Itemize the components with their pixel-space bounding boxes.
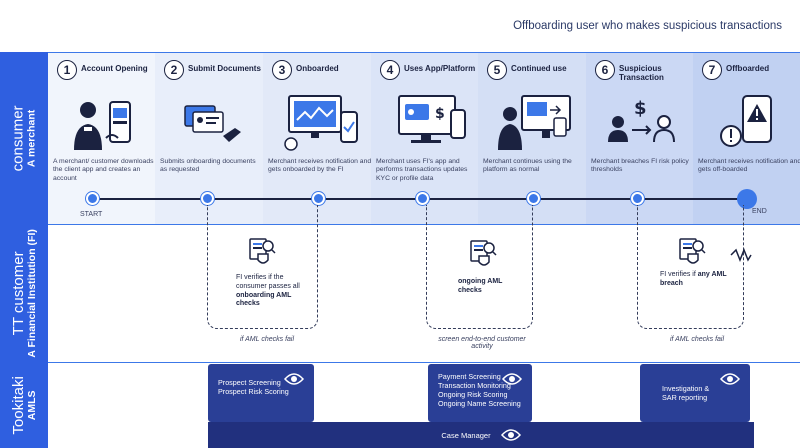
aml-item: Prospect Risk Scoring [218,387,289,396]
aml-item: Transaction Monitoring [438,381,511,390]
step-description: Merchant breaches FI risk policy thresho… [591,158,689,174]
step-title: Continued use [511,64,567,73]
eye-icon [500,429,521,441]
case-manager-bar: Case Manager [208,422,754,448]
step-number: 6 [595,60,615,80]
aml-ongoing-box: Payment Screening Transaction Monitoring… [428,364,532,422]
document-search-shield-icon [249,238,276,264]
lane-consumer-subtitle: A merchant [25,109,38,167]
step-3: 3 Onboarded Merchant receives notificati… [263,52,371,224]
step-number: 2 [164,60,184,80]
svg-text:$: $ [634,98,647,119]
monitor-card-dollar-icon: $ [398,95,466,143]
step-title: Offboarded [726,64,770,73]
fi-connector-ongoing [426,205,533,329]
step-title: Submit Documents [188,64,261,73]
monitor-phone-check-icon [284,95,358,151]
aml-item: Prospect Screening [218,378,281,387]
svg-text:$: $ [435,106,445,122]
step-number: 3 [272,60,292,80]
step-description: Merchant uses FI's app and performs tran… [376,158,468,182]
aml-item: Ongoing Name Screening [438,399,521,408]
fi-breach-check-text: FI verifies if [660,271,696,278]
eye-icon [284,373,304,385]
person-phone-icon [74,101,131,150]
lane-fi-title: TT customer [9,251,27,335]
step-number: 5 [487,60,507,80]
step-4: 4 Uses App/Platform $ Merchant uses FI's… [371,52,478,224]
step-description: A merchant/ customer downloads the clien… [53,158,154,182]
documents-hand-icon [184,105,241,142]
step-description: Merchant receives notification and gets … [268,158,372,174]
timeline-node [527,192,540,205]
note-if-aml-fail-2: if AML checks fail [669,336,725,343]
step-description: Merchant continues using the platform as… [483,158,572,174]
timeline-node [631,192,644,205]
person-monitor-icon [498,95,571,150]
fi-onboarding-check-bold: onboarding AML checks [236,291,292,308]
step-number: 1 [57,60,77,80]
users-dollar-transfer-icon: $ [608,98,675,143]
lane-aml-subtitle: AMLS [25,390,38,420]
document-search-shield-icon [470,240,497,266]
step-1: 1 Account Opening A merchant/ customer d… [48,52,155,224]
step-2: 2 Submit Documents Submits onboarding do… [155,52,263,224]
step-title: Onboarded [296,64,339,73]
timeline-end-label: END [752,208,767,215]
timeline-end-node [737,189,757,209]
aml-item: Payment Screening [438,372,501,381]
aml-item: Investigation & [662,384,710,393]
fi-onboarding-check: FI verifies if the consumer passes all o… [236,274,306,309]
lane-separator [48,362,800,363]
case-manager-label: Case Manager [441,430,491,440]
step-7: 7 Offboarded Merchant receives notificat… [693,52,800,224]
fi-onboarding-check-text: FI verifies if the consumer passes all [236,274,300,290]
fi-connector-onboarding [207,205,318,329]
lane-separator [48,224,800,225]
timeline-node [201,192,214,205]
eye-icon [720,373,740,385]
step-title: Suspicious Transaction [619,64,664,83]
timeline-start-label: START [80,211,103,218]
step-title: Uses App/Platform [404,64,476,73]
eye-icon [502,373,522,385]
lane-fi-subtitle: A Financial Institution (FI) [25,228,38,358]
aml-investigation-box: Investigation & SAR reporting [640,364,750,422]
col-bg-1 [48,52,155,224]
step-title: Account Opening [81,64,148,73]
aml-item: Ongoing Risk Scoring [438,390,508,399]
step-description: Merchant receives notification and gets … [698,158,800,174]
step-5: 5 Continued use Merchant continues using… [478,52,586,224]
lane-aml-title: Tookitaki [9,375,27,435]
fi-ongoing-checks: ongoing AML checks [458,278,503,294]
fi-breach-check: FI verifies if any AML breach [660,271,734,289]
phone-warning-icon [720,95,772,147]
lane-separator [48,52,800,53]
fi-connector-breach [637,205,744,329]
diagram-title: Offboarding user who makes suspicious tr… [513,20,782,32]
lane-consumer-title: consumer [9,105,27,171]
timeline-node [312,192,325,205]
step-description: Submits onboarding documents as requeste… [160,158,256,174]
document-search-shield-icon [679,238,706,264]
timeline-node [416,192,429,205]
step-number: 4 [380,60,400,80]
step-6: 6 Suspicious Transaction $ Merchant brea… [586,52,693,224]
timeline-node [86,192,99,205]
break-zigzag-icon [730,248,752,262]
aml-prospect-box: Prospect Screening Prospect Risk Scoring [208,364,314,422]
note-screen-activity: screen end-to-end customer activity [438,336,526,350]
fi-breach-check-bold: any AML breach [660,271,727,287]
step-number: 7 [702,60,722,80]
note-if-aml-fail-1: if AML checks fail [239,336,295,343]
aml-item: SAR reporting [662,393,708,402]
